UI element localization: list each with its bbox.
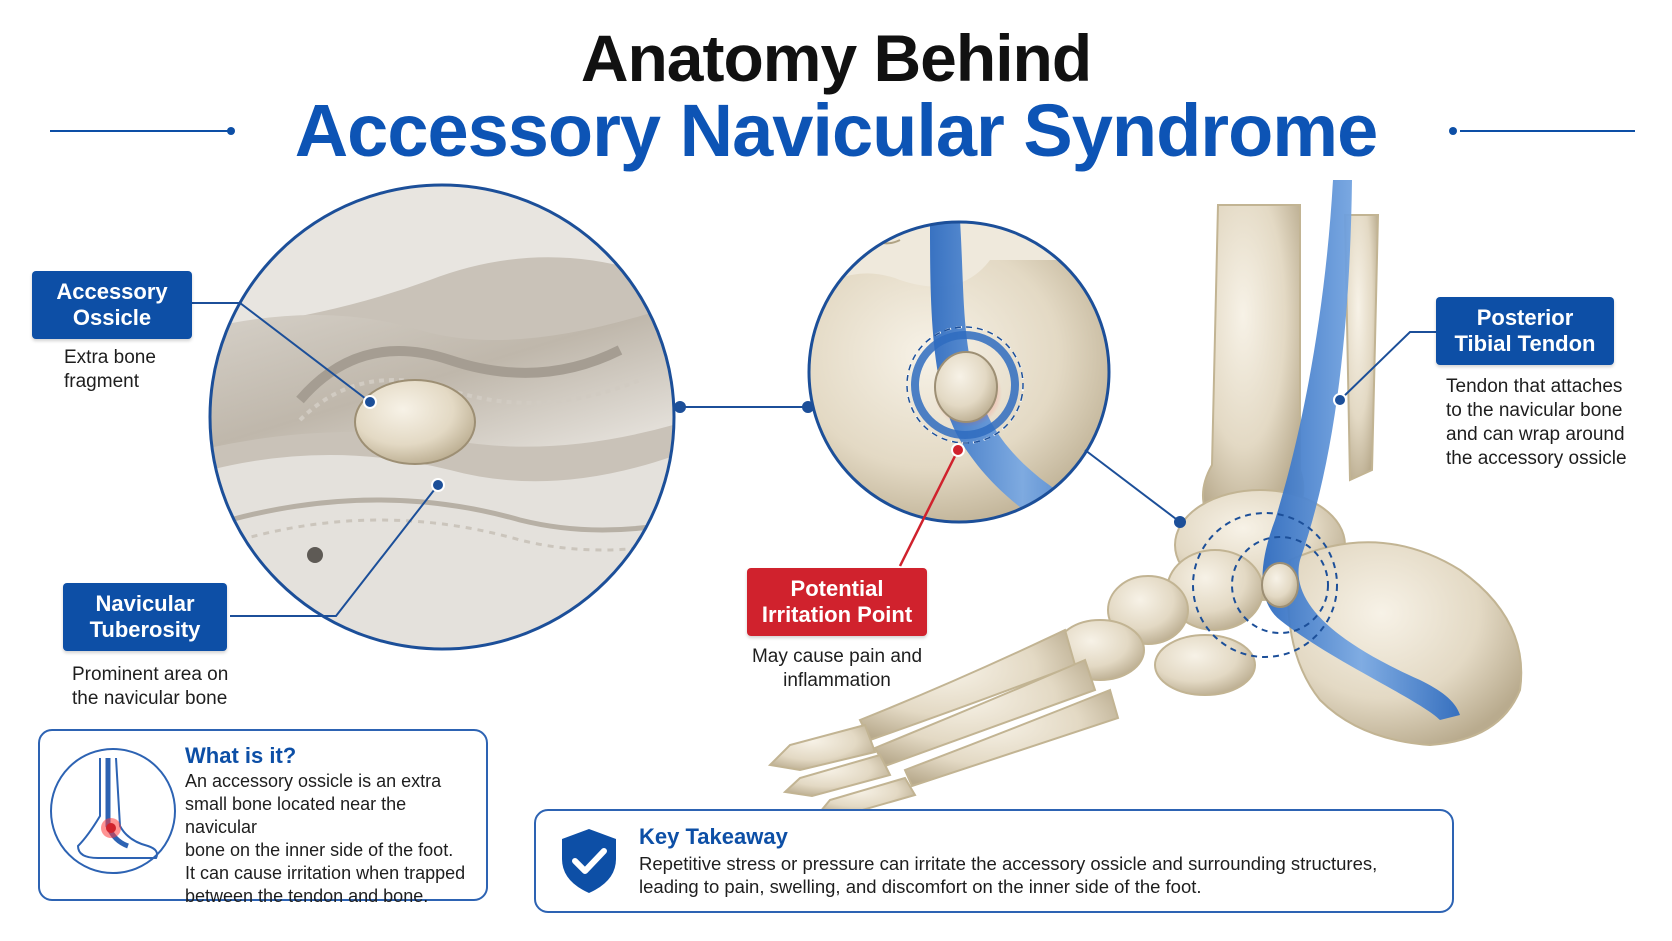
key-takeaway-line1: Repetitive stress or pressure can irrita… (639, 853, 1378, 874)
label-irritation-point-line2: Irritation Point (761, 602, 913, 627)
what-is-it-line1: An accessory ossicle is an extra (185, 771, 442, 791)
what-is-it-line5: between the tendon and bone. (185, 886, 429, 906)
page-title-line1: Anatomy Behind (580, 21, 1092, 95)
label-navicular-tuberosity-line2: Tuberosity (89, 617, 201, 642)
label-posterior-tibial-tendon: Posterior Tibial Tendon (1436, 297, 1614, 365)
desc-posterior-tibial-line1: Tendon that attaches (1446, 376, 1623, 397)
desc-posterior-tibial-line4: the accessory ossicle (1446, 448, 1627, 469)
desc-navicular-tuberosity-line2: the navicular bone (72, 688, 228, 709)
label-irritation-point: Potential Irritation Point (747, 568, 927, 636)
page-title-line2: Accessory Navicular Syndrome (294, 89, 1379, 172)
label-accessory-ossicle: Accessory Ossicle (32, 271, 192, 339)
title-rule-right (1449, 127, 1635, 135)
label-navicular-tuberosity: Navicular Tuberosity (63, 583, 227, 651)
what-is-it-line2: small bone located near the navicular (185, 794, 407, 837)
key-takeaway-text: Repetitive stress or pressure can irrita… (639, 852, 1439, 898)
label-accessory-ossicle-line2: Ossicle (72, 305, 152, 330)
desc-navicular-tuberosity: Prominent area on the navicular bone (72, 663, 228, 711)
label-posterior-tibial-line2: Tibial Tendon (1454, 331, 1596, 356)
key-takeaway-title: Key Takeaway (639, 824, 788, 849)
title-rule-left (50, 127, 235, 135)
label-navicular-tuberosity-line1: Navicular (95, 591, 195, 616)
what-is-it-line4: It can cause irritation when trapped (185, 863, 466, 883)
key-takeaway-panel: Key Takeaway Repetitive stress or pressu… (534, 809, 1454, 913)
desc-accessory-ossicle-line1: Extra bone (64, 347, 156, 368)
foot-icon (50, 748, 176, 874)
what-is-it-panel: What is it? An accessory ossicle is an e… (38, 729, 488, 906)
magnified-tendon-view (807, 220, 1111, 524)
key-takeaway-line2: leading to pain, swelling, and discomfor… (639, 876, 1202, 897)
irritation-connector (898, 443, 965, 567)
desc-navicular-tuberosity-line1: Prominent area on (72, 664, 229, 685)
label-accessory-ossicle-line1: Accessory (56, 279, 168, 304)
desc-accessory-ossicle-line2: fragment (64, 371, 139, 392)
what-is-it-title: What is it? (185, 743, 297, 768)
desc-accessory-ossicle: Extra bone fragment (64, 346, 156, 394)
desc-posterior-tibial-tendon: Tendon that attaches to the navicular bo… (1446, 375, 1627, 471)
desc-posterior-tibial-line2: to the navicular bone (1446, 400, 1623, 421)
magnified-ossicle-view (208, 183, 676, 651)
desc-irritation-point-line2: inflammation (783, 670, 891, 691)
label-irritation-point-line1: Potential (790, 576, 884, 601)
desc-irritation-point-line1: May cause pain and (751, 646, 923, 667)
label-posterior-tibial-line1: Posterior (1476, 305, 1574, 330)
desc-irritation-point: May cause pain and inflammation (737, 645, 937, 693)
foot-skeleton (767, 180, 1523, 817)
what-is-it-text: An accessory ossicle is an extra small b… (185, 770, 481, 908)
connector-lines (190, 302, 1438, 617)
what-is-it-line3: bone on the inner side of the foot. (185, 840, 454, 860)
shield-check-icon (562, 829, 616, 893)
desc-posterior-tibial-line3: and can wrap around (1446, 424, 1625, 445)
